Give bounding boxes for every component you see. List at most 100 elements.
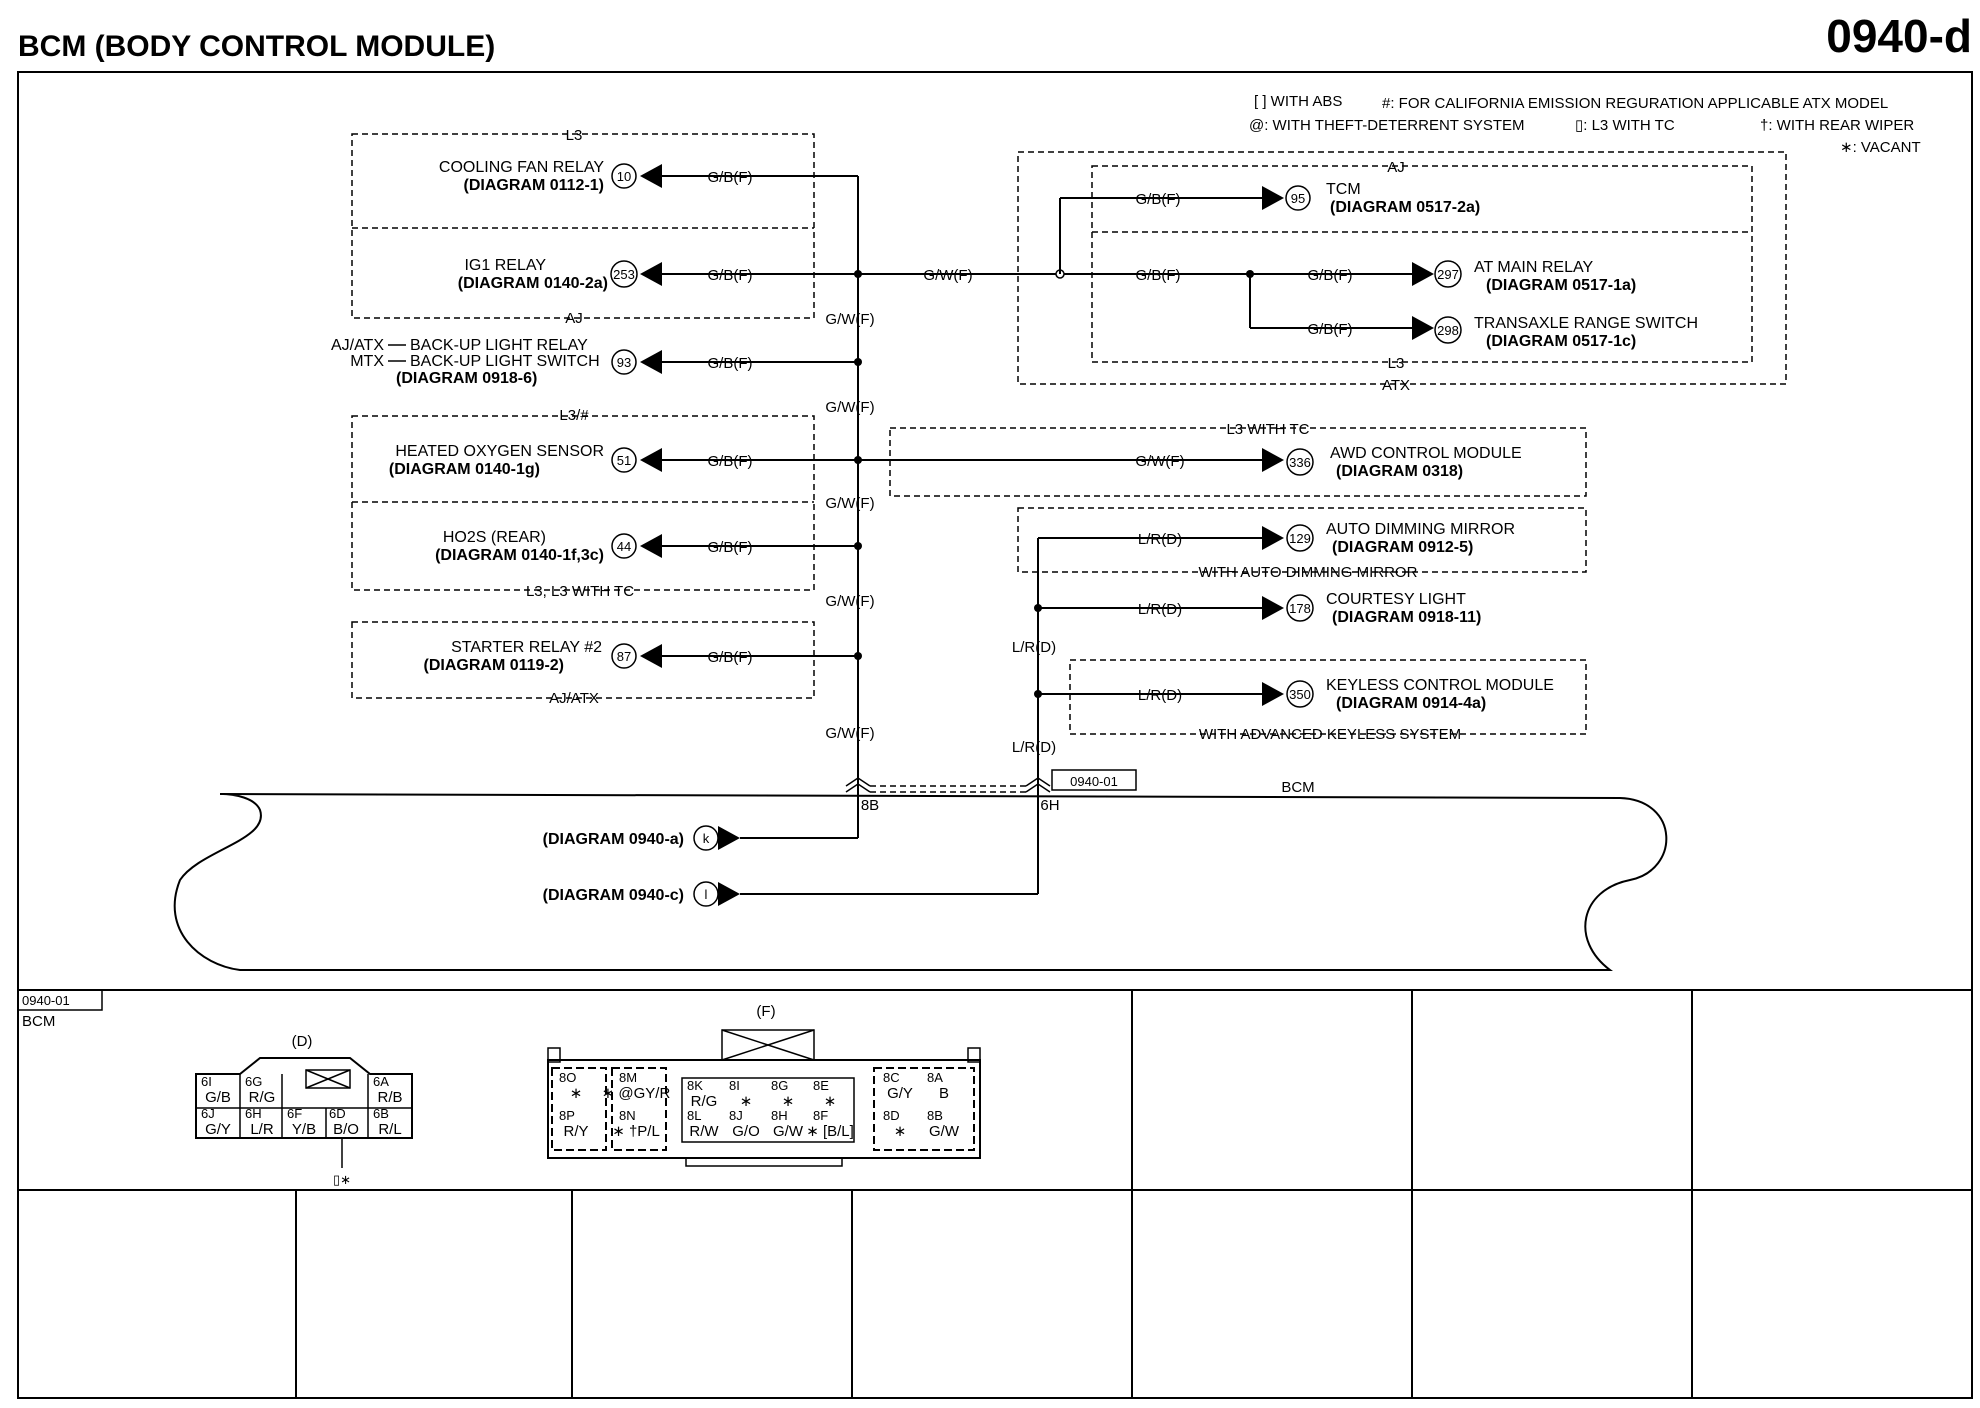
pin-id: 8C [883, 1070, 900, 1085]
wire-label: G/W(F) [825, 725, 874, 742]
svg-text:10: 10 [617, 169, 631, 184]
pin-wire: ∗ [B/L] [806, 1123, 854, 1140]
diag-c-label: (DIAGRAM 0940-c) [543, 887, 684, 904]
svg-text:51: 51 [617, 453, 631, 468]
page-title: BCM (BODY CONTROL MODULE) [18, 30, 495, 63]
pin-wire: B/O [333, 1121, 359, 1138]
pin-id: 8K [687, 1078, 703, 1093]
wire-label: G/B(F) [708, 453, 753, 470]
awd-name: AWD CONTROL MODULE [1330, 445, 1522, 462]
group-label-l3-with-tc: L3 WITH TC [1226, 421, 1309, 438]
wire-label: L/R(D) [1138, 601, 1182, 618]
backup-diagram: (DIAGRAM 0918-6) [396, 370, 537, 387]
junction-dot [854, 456, 862, 464]
panel-ref-box [17, 989, 103, 1011]
wire-label: G/W(F) [825, 593, 874, 610]
svg-text:(F): (F) [756, 1003, 775, 1020]
group-label-aj-right: AJ [1387, 159, 1405, 176]
pin-id: 8P [559, 1108, 575, 1123]
pin-id: 6D [329, 1106, 346, 1121]
pin-wire: R/G [691, 1093, 718, 1110]
pin-wire: G/W [773, 1123, 804, 1140]
wire-label: G/W(F) [825, 495, 874, 512]
wire-label: G/B(F) [708, 267, 753, 284]
junction-dot [854, 358, 862, 366]
group-box-l3-aj [351, 133, 815, 319]
legend-wiper: †: WITH REAR WIPER [1760, 117, 1914, 134]
cooling-fan-diagram: (DIAGRAM 0112-1) [464, 177, 604, 194]
diag-c-circle [693, 881, 719, 907]
connector-f-pins: 8O∗8PR/Y8M∗ @GY/R8N∗ †P/L8KR/G8I∗8G∗8E∗8… [559, 1070, 960, 1140]
pin-wire: ∗ @GY/R [602, 1085, 671, 1102]
auto-dim-connector: 129 [1262, 524, 1314, 552]
keyless-name: KEYLESS CONTROL MODULE [1326, 677, 1554, 694]
page-code: 0940-d [1826, 10, 1972, 62]
pin-wire: B [939, 1085, 949, 1102]
at-main-name: AT MAIN RELAY [1474, 259, 1593, 276]
legend-theft: @: WITH THEFT-DETERRENT SYSTEM [1249, 117, 1525, 134]
pin-wire: R/W [689, 1123, 719, 1140]
wire-label: G/B(F) [708, 539, 753, 556]
junction-dot [854, 270, 862, 278]
pin-id: 8N [619, 1108, 636, 1123]
pin-wire: ∗ [740, 1093, 753, 1110]
wire-label: G/W(F) [923, 267, 972, 284]
pin-id: 8I [729, 1078, 740, 1093]
at-main-diagram: (DIAGRAM 0517-1a) [1486, 277, 1636, 294]
group-label-l3-l3tc: L3, L3 WITH TC [526, 583, 634, 600]
group-box-aj-l3 [1091, 165, 1753, 363]
svg-text:298: 298 [1437, 323, 1459, 338]
wire-label: G/B(F) [708, 649, 753, 666]
pin-id: 8F [813, 1108, 828, 1123]
ig1-connector: 253 [610, 260, 662, 288]
wire-label: L/R(D) [1138, 531, 1182, 548]
pin-wire: ∗ [782, 1093, 795, 1110]
pin-id: 6J [201, 1106, 215, 1121]
svg-text:297: 297 [1437, 267, 1459, 282]
wire-label: G/B(F) [1136, 191, 1181, 208]
legend-california: #: FOR CALIFORNIA EMISSION REGURATION AP… [1382, 95, 1888, 112]
diag-a-label: (DIAGRAM 0940-a) [543, 831, 684, 848]
svg-text:(D): (D) [292, 1033, 313, 1050]
wire-label: G/W(F) [1135, 453, 1184, 470]
pin-id: 8E [813, 1078, 829, 1093]
group-box-l3-with-tc [889, 427, 1587, 497]
legend-l3tc: ▯: L3 WITH TC [1575, 117, 1675, 134]
ho2s-rear-name: HO2S (REAR) [443, 529, 546, 546]
auto-dim-diagram: (DIAGRAM 0912-5) [1332, 539, 1473, 556]
backup-connector: 93 [611, 349, 662, 375]
svg-text:350: 350 [1289, 687, 1311, 702]
group-label-l3: L3 [566, 127, 583, 144]
transaxle-diagram: (DIAGRAM 0517-1c) [1486, 333, 1636, 350]
svg-text:253: 253 [613, 267, 635, 282]
wire-label: G/B(F) [708, 355, 753, 372]
starter-diagram: (DIAGRAM 0119-2) [424, 657, 564, 674]
pin-id: 8J [729, 1108, 743, 1123]
backup-prefix-aj-atx: AJ/ATX [331, 337, 384, 354]
pin-id: 6H [245, 1106, 262, 1121]
group-label-auto-dim: WITH AUTO DIMMING MIRROR [1199, 564, 1418, 581]
tcm-name: TCM [1326, 181, 1361, 198]
pin-wire: ∗ [824, 1093, 837, 1110]
svg-text:336: 336 [1289, 455, 1311, 470]
connector-f: (F) [547, 1003, 981, 1167]
group-box-aj-atx [351, 621, 815, 699]
pin-wire: G/W [929, 1123, 960, 1140]
pin-id: 8O [559, 1070, 576, 1085]
tcm-diagram: (DIAGRAM 0517-2a) [1330, 199, 1480, 216]
pin-wire: G/B [205, 1089, 231, 1106]
wire-label: L/R(D) [1138, 687, 1182, 704]
heated-o2-diagram: (DIAGRAM 0140-1g) [389, 461, 540, 478]
group-label-atx: ATX [1382, 377, 1410, 394]
pin-id: 6F [287, 1106, 302, 1121]
courtesy-name: COURTESY LIGHT [1326, 591, 1466, 608]
pin-id: 6A [373, 1074, 389, 1089]
pin-wire: R/B [377, 1089, 402, 1106]
panel-ref: 0940-01 [22, 993, 70, 1008]
svg-text:178: 178 [1289, 601, 1311, 616]
pin-id: 8H [771, 1108, 788, 1123]
diag-a-circle [693, 825, 719, 851]
pin-wire: G/Y [205, 1121, 231, 1138]
pin-id: 8G [771, 1078, 788, 1093]
auto-dim-name: AUTO DIMMING MIRROR [1326, 521, 1515, 538]
